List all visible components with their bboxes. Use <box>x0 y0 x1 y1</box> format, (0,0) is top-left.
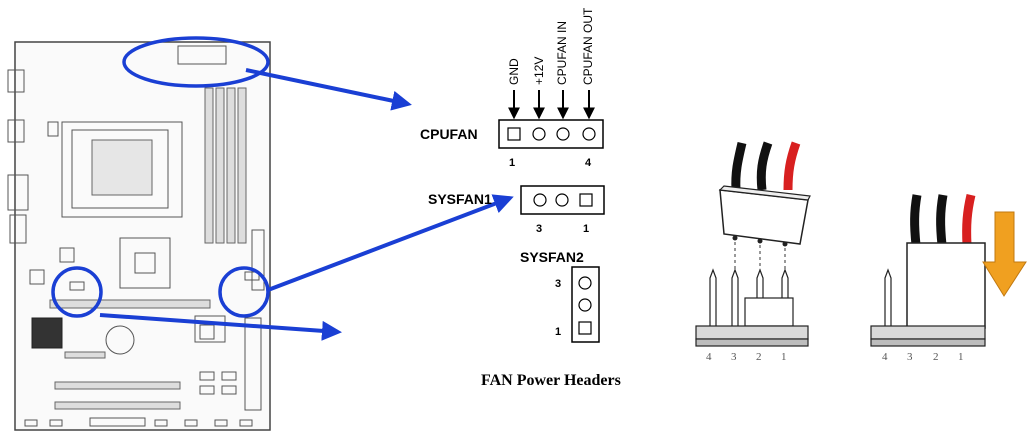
cpufan-pointer-arrow <box>245 68 412 111</box>
cpufan-header: GND +12V CPUFAN IN CPUFAN OUT CPUFAN 1 4 <box>420 7 604 169</box>
highlight-markers <box>51 36 514 341</box>
sysfan1-pin-3 <box>533 193 547 207</box>
sysfan1-pin-1-square <box>579 193 593 207</box>
cpufan-pin-2 <box>532 127 546 141</box>
cpufan-signal-in: CPUFAN IN <box>555 21 569 85</box>
pin-number-4: 4 <box>706 351 712 363</box>
sysfan2-pointer-arrow <box>99 313 342 341</box>
plugged-pin-number-4: 4 <box>882 351 888 363</box>
plugged-pin-number-3: 3 <box>907 351 913 363</box>
sysfan1-pointer-arrow <box>267 194 514 292</box>
fan-connector-plugged: 4 3 2 1 <box>870 193 986 363</box>
cpufan-label: CPUFAN <box>420 126 478 142</box>
sysfan1-header: SYSFAN1 3 1 <box>428 185 605 235</box>
sysfan2-highlight-circle <box>51 266 103 318</box>
insertion-arrow <box>982 211 1027 297</box>
sysfan1-pin-label-3: 3 <box>536 223 542 235</box>
pin-number-1: 1 <box>781 351 787 363</box>
cpufan-pin-4 <box>582 127 596 141</box>
plugged-pin-number-1: 1 <box>958 351 964 363</box>
sysfan2-label: SYSFAN2 <box>520 249 584 265</box>
cpufan-pin-label-1: 1 <box>509 157 515 169</box>
cpufan-pin-1-square <box>507 127 521 141</box>
cpufan-pin-label-4: 4 <box>585 157 592 169</box>
sysfan2-pin-3 <box>578 276 592 290</box>
sysfan2-pin-2 <box>578 298 592 312</box>
fan-connector-unplugged: 4 3 2 1 <box>695 141 811 363</box>
pin-number-3: 3 <box>731 351 737 363</box>
motherboard-illustration <box>7 41 271 431</box>
pin-number-2: 2 <box>756 351 762 363</box>
cpufan-pin-3 <box>556 127 570 141</box>
sysfan2-header: SYSFAN2 3 1 <box>520 249 600 343</box>
sysfan1-pin-2 <box>555 193 569 207</box>
cpufan-signal-12v: +12V <box>532 57 546 85</box>
sysfan2-pin-label-1: 1 <box>555 326 561 338</box>
plugged-pin-number-2: 2 <box>933 351 939 363</box>
sysfan2-pin-1-square <box>578 321 592 335</box>
sysfan2-pin-label-3: 3 <box>555 278 561 290</box>
cpufan-signal-gnd: GND <box>507 58 521 85</box>
cpufan-signal-out: CPUFAN OUT <box>581 7 595 85</box>
cpufan-highlight-oval <box>122 36 270 88</box>
diagram-caption: FAN Power Headers <box>481 372 621 389</box>
sysfan1-pin-label-1: 1 <box>583 223 589 235</box>
sysfan1-highlight-circle <box>218 266 270 318</box>
sysfan1-label: SYSFAN1 <box>428 191 492 207</box>
